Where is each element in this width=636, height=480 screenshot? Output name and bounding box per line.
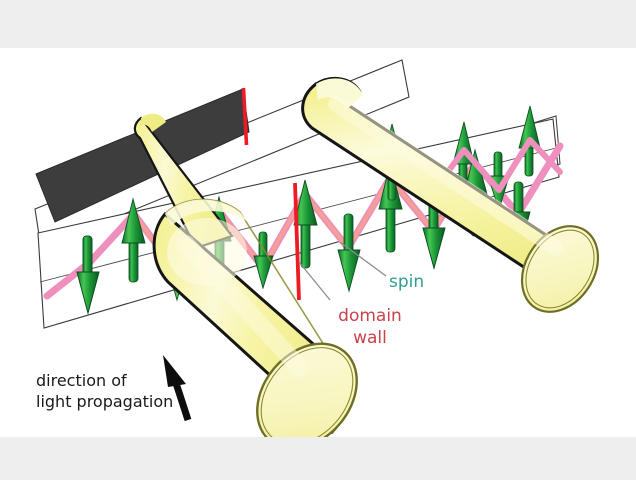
domain-wall-label-line2: wall [353,327,387,348]
light-beam-cylinder-right [301,76,600,313]
magnetized-domain-slab [35,88,250,223]
spin-arrow-down [76,235,100,315]
light-propagation-arrow [163,355,192,422]
light-beam-cylinder-left [133,113,358,437]
cylinder-end-cap-left [256,342,358,437]
spin-arrow-up [293,179,318,269]
light-propagation-label-line2: light propagation [36,391,174,411]
light-propagation-label-line1: direction of [36,371,127,390]
spin-leader-line [339,241,387,277]
domain-wall-label-line1: domain [338,306,402,326]
domain-wall-leader-line [298,261,331,301]
light-propagation-label: direction of light propagation [36,371,173,413]
domain-wall-label: domain wall [327,306,413,350]
spin-arrow-up [121,197,146,283]
domain-wall-marker-upper [241,87,249,146]
domain-wall-marker-lower [293,182,301,301]
top-letterbox-band [0,0,636,48]
bottom-letterbox-band [0,437,636,480]
spin-label: spin [389,272,425,292]
